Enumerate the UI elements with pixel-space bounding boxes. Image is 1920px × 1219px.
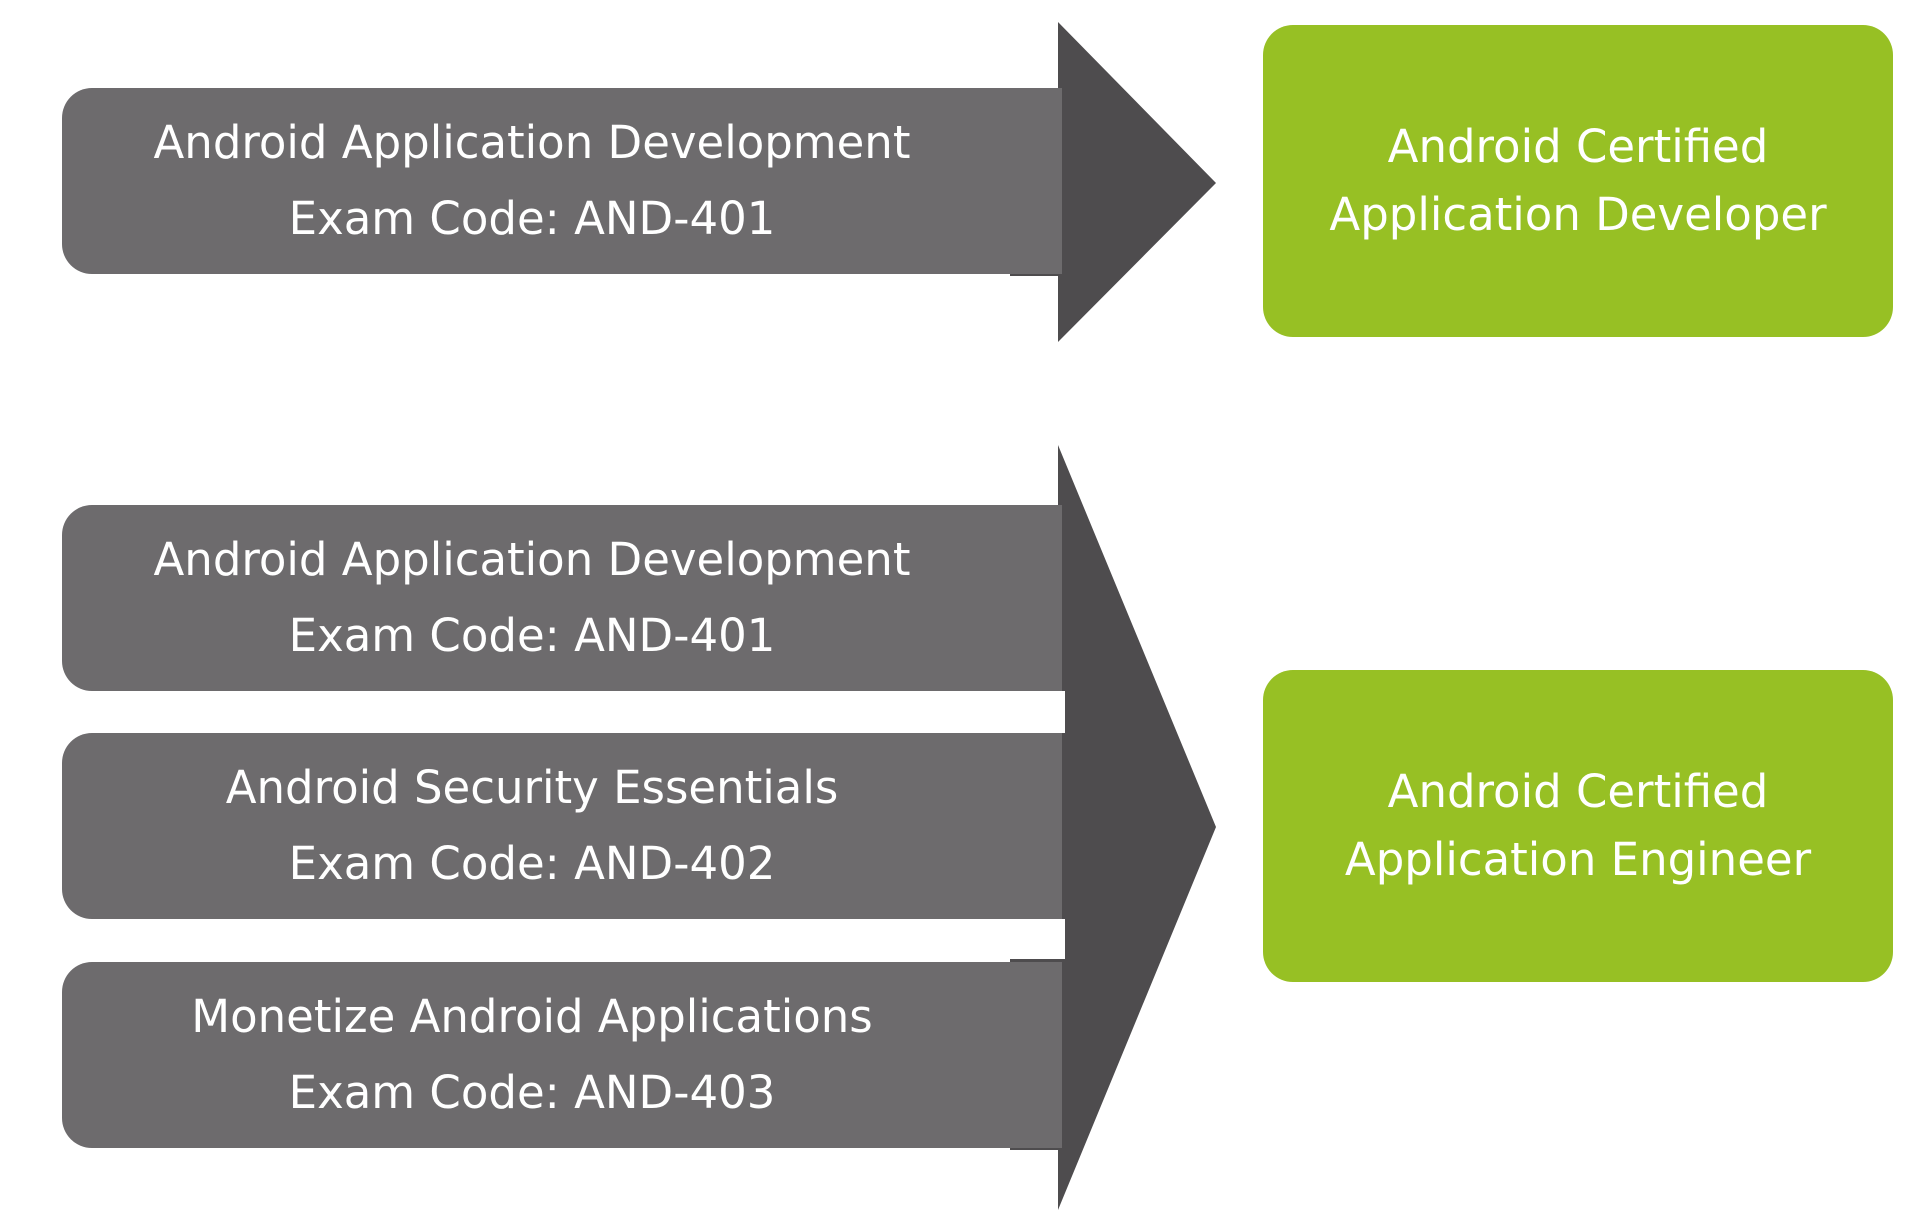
separator-1 [1005,691,1065,733]
exam-code: Exam Code: AND-401 [288,192,776,245]
exam-name: Android Application Development [153,533,911,586]
certification-application-developer: Android Certified Application Developer [1263,25,1893,337]
exam-and-401-developer-path: Android Application Development Exam Cod… [62,88,1062,274]
exam-and-402: Android Security Essentials Exam Code: A… [62,733,1062,919]
certification-line-1: Android Certified [1387,765,1769,818]
separator-2 [1005,919,1065,959]
exam-name: Android Security Essentials [225,761,839,814]
certification-line-1: Android Certified [1387,120,1769,173]
exam-code: Exam Code: AND-401 [288,609,776,662]
exam-and-403: Monetize Android Applications Exam Code:… [62,962,1062,1148]
exam-code: Exam Code: AND-402 [288,837,776,890]
exam-and-401-engineer-path: Android Application Development Exam Cod… [62,505,1062,691]
exam-name: Android Application Development [153,116,911,169]
certification-line-2: Application Engineer [1344,833,1812,886]
exam-name: Monetize Android Applications [191,990,873,1043]
certification-application-engineer: Android Certified Application Engineer [1263,670,1893,982]
certification-line-2: Application Developer [1329,188,1827,241]
exam-code: Exam Code: AND-403 [288,1066,776,1119]
